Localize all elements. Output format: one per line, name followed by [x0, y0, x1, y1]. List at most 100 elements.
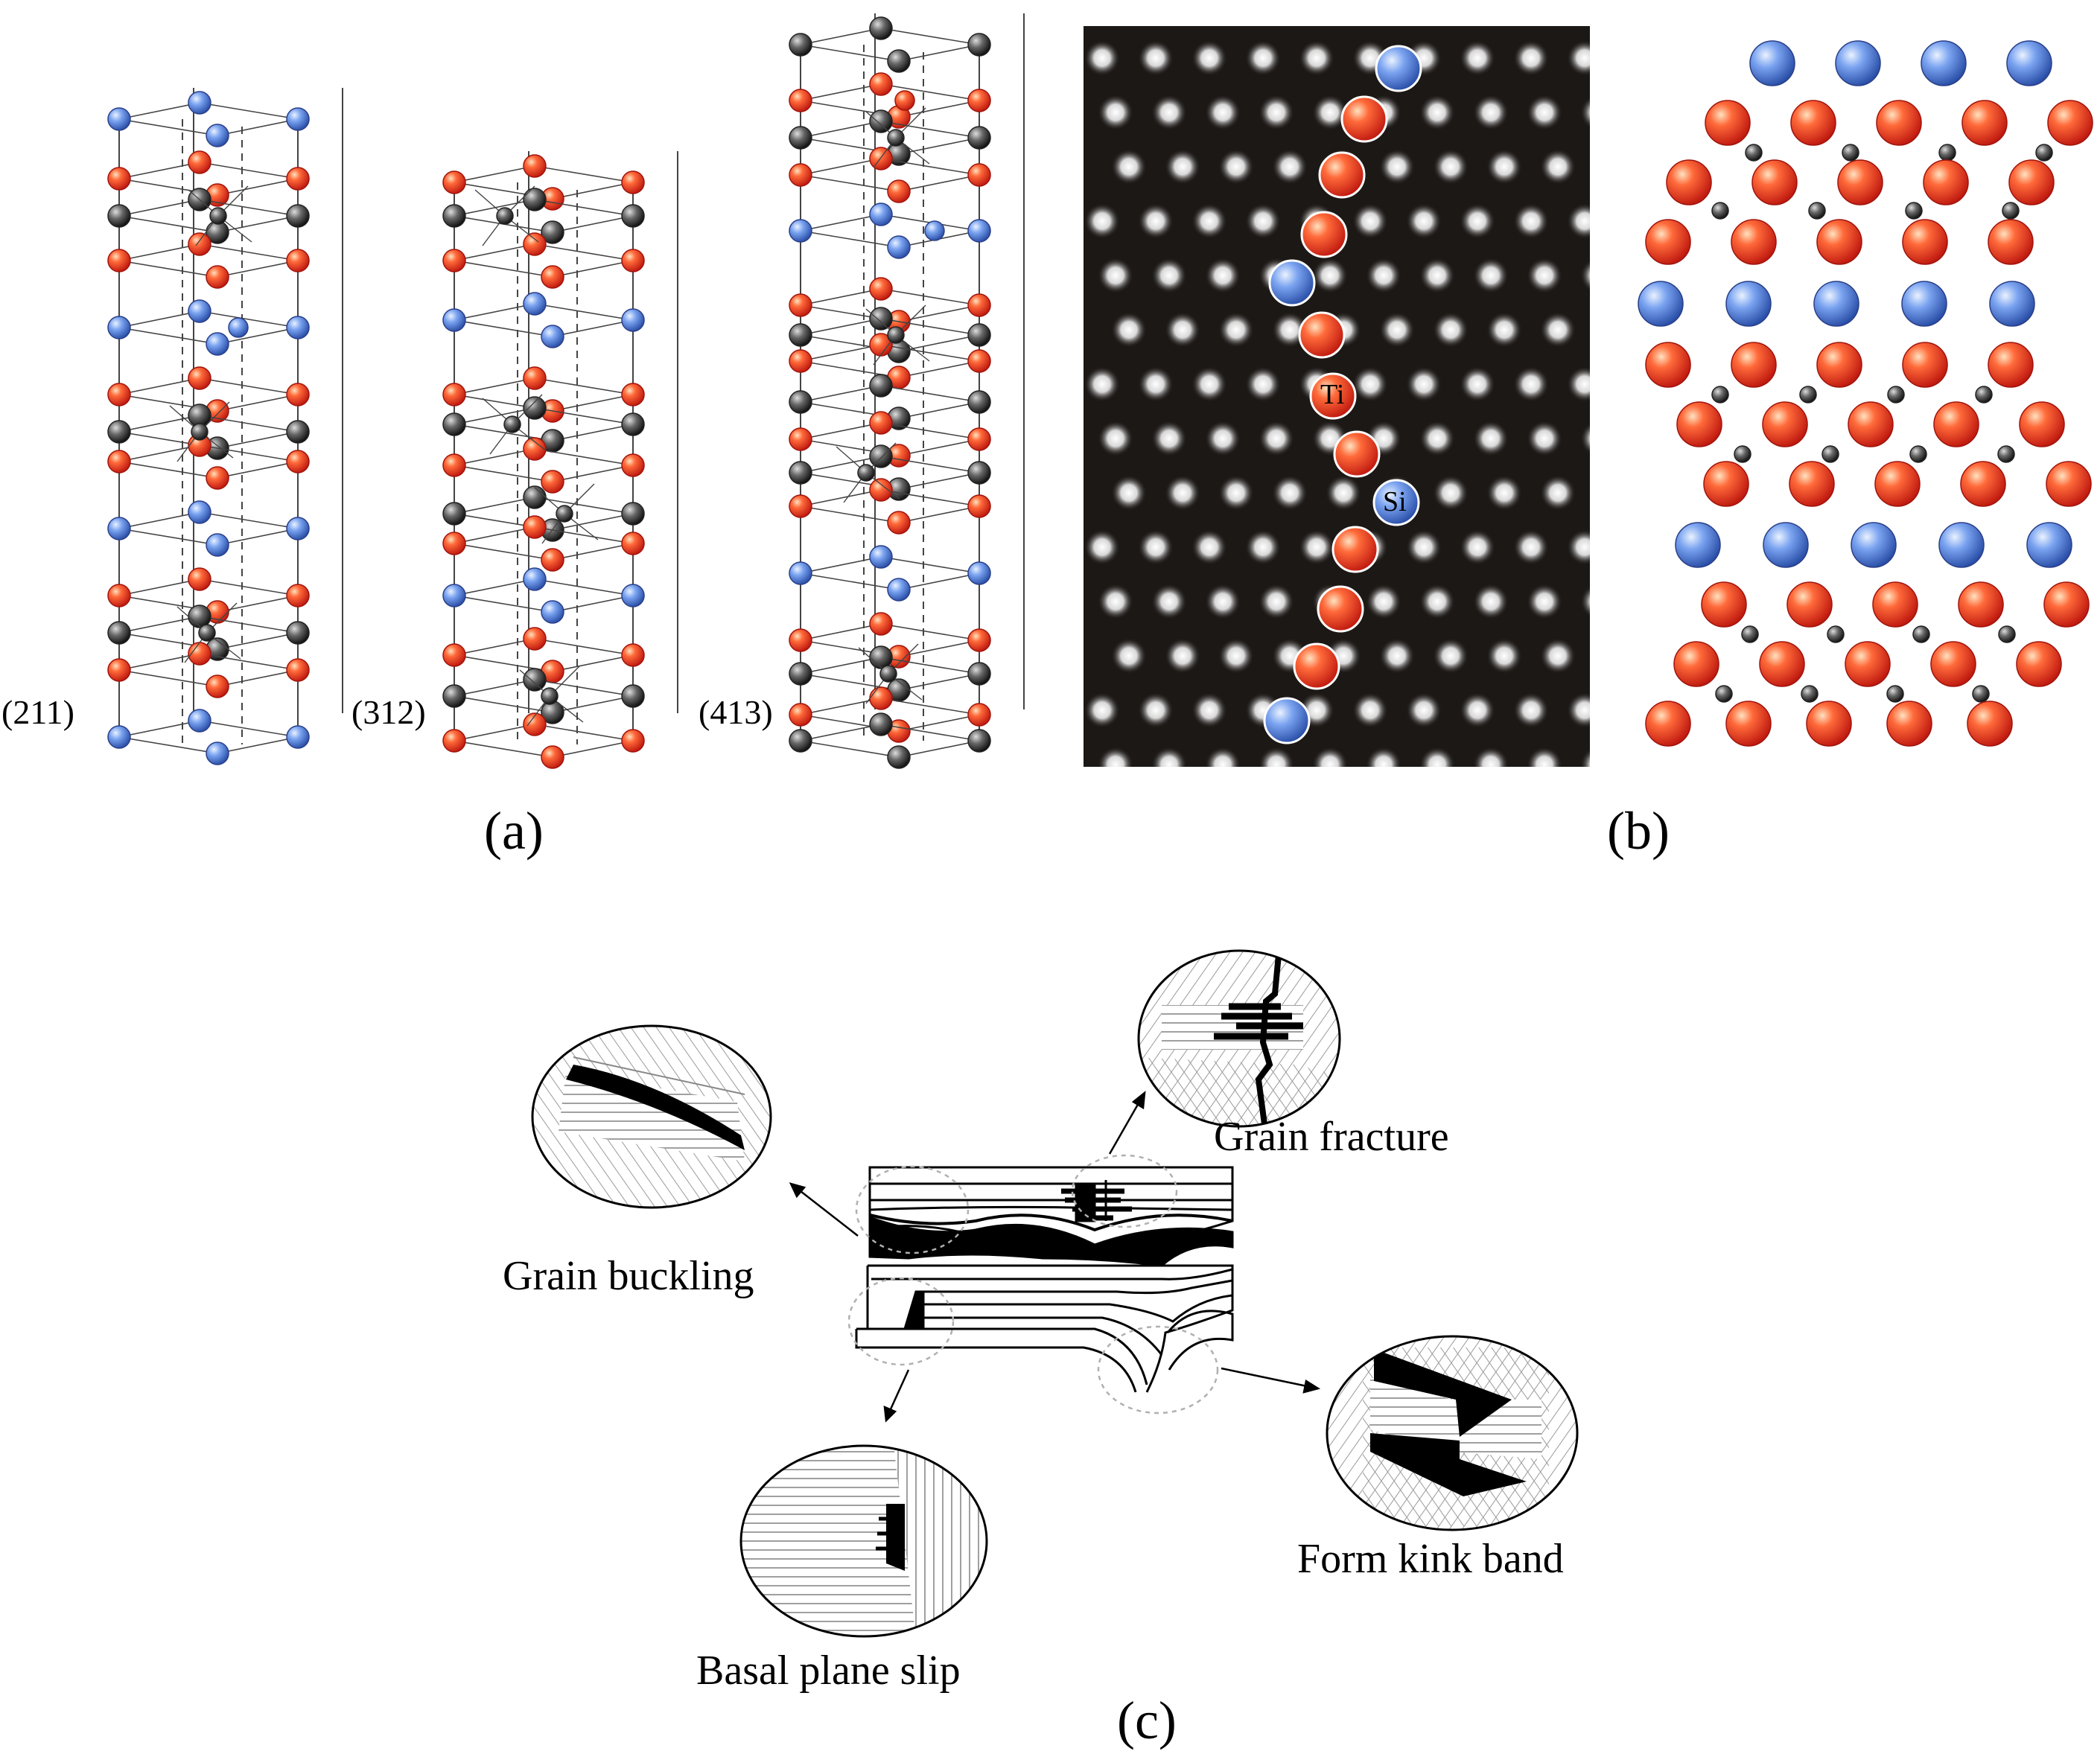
si-atom — [188, 91, 211, 115]
bond-line — [898, 304, 980, 322]
ti-atom — [869, 478, 893, 502]
ti-atom — [621, 643, 645, 667]
ti-atom — [1872, 581, 1918, 628]
atom-column-spot — [1084, 692, 1120, 728]
si-atom — [1725, 281, 1772, 327]
atom-column-spot — [1460, 40, 1495, 76]
bond-line — [880, 121, 980, 138]
si-atom — [621, 308, 645, 332]
atom-column-spot — [1312, 258, 1348, 293]
c-atom — [1821, 445, 1839, 463]
bond-line — [800, 572, 900, 590]
bond-line — [217, 461, 299, 479]
atom-column-spot — [1205, 747, 1241, 767]
ti-atom — [621, 532, 645, 555]
bond-line — [454, 377, 535, 395]
atom-column-spot — [1594, 475, 1629, 511]
bond-line — [898, 401, 980, 419]
ti-atom — [967, 349, 991, 373]
atom-column-spot — [1138, 40, 1174, 76]
si-atom — [442, 308, 466, 332]
ti-atom — [523, 232, 547, 256]
atom-column-spot — [1460, 203, 1495, 239]
ti-atom — [1705, 100, 1751, 146]
ti-atom — [1958, 581, 2004, 628]
atom-column-spot — [1218, 312, 1254, 348]
atom-column-spot — [1084, 366, 1120, 402]
ti-atom — [789, 349, 812, 373]
c-atom — [2035, 144, 2053, 162]
bond-line — [800, 422, 882, 440]
bond-line — [800, 318, 882, 336]
atom-column-spot — [1567, 40, 1590, 76]
ti-atom — [967, 89, 991, 112]
atom-column-spot — [1312, 747, 1348, 767]
atom-column-spot — [1151, 747, 1187, 767]
bond-line — [552, 543, 634, 561]
bond-line — [552, 695, 634, 713]
c-atom — [496, 207, 514, 225]
bond-line — [800, 158, 882, 176]
atom-column-spot — [1205, 584, 1241, 619]
bond-line — [199, 102, 299, 120]
bond-line — [880, 657, 980, 674]
bond-line — [199, 653, 299, 671]
ti-atom — [789, 293, 812, 317]
c-atom — [1938, 144, 1956, 162]
bond-line — [217, 528, 299, 546]
bond-line — [217, 595, 299, 613]
bond-line — [199, 162, 299, 179]
ti-atom — [2016, 641, 2062, 687]
atom-column-spot — [1151, 584, 1187, 619]
c-atom — [869, 444, 893, 468]
atom-column-spot — [1165, 149, 1200, 185]
bond-line — [800, 344, 882, 362]
c-atom — [869, 374, 893, 398]
atom-column-spot — [1594, 312, 1629, 348]
unit-cell-211 — [107, 88, 343, 765]
ti-atom — [789, 89, 812, 112]
bond-line — [534, 377, 634, 395]
c-atom — [1827, 625, 1845, 643]
c-atom — [1886, 685, 1904, 703]
ti-atom — [1902, 342, 1948, 388]
atom-column-spot — [1379, 149, 1415, 185]
ti-atom — [887, 179, 911, 203]
ti-atom — [1317, 585, 1364, 633]
ti-atom — [1848, 401, 1894, 447]
bond-line — [800, 657, 882, 674]
atom-column-spot — [1594, 638, 1629, 674]
c-atom — [442, 502, 466, 526]
ti-atom — [523, 712, 547, 736]
bond-line — [118, 327, 218, 345]
bond-line — [217, 178, 299, 196]
ti-atom — [1960, 461, 2006, 507]
c-atom — [107, 204, 131, 228]
bond-line — [898, 740, 980, 758]
si-atom — [869, 545, 893, 569]
bond-line — [217, 215, 299, 233]
ti-atom — [541, 745, 564, 769]
bond-line — [880, 288, 980, 306]
atom-column-spot — [1151, 95, 1187, 130]
bond-line — [199, 199, 299, 217]
bond-line — [800, 121, 882, 138]
atom-column-spot — [1111, 149, 1147, 185]
atom-column-spot — [1366, 258, 1401, 293]
c-atom — [789, 729, 812, 753]
ti-atom — [107, 383, 131, 406]
c-atom — [789, 33, 812, 57]
si-atom — [286, 107, 310, 131]
ti-atom — [967, 163, 991, 187]
bond-line — [800, 230, 900, 248]
atom-column-spot — [1259, 95, 1294, 130]
atom-column-spot — [1272, 149, 1308, 185]
bond-line — [880, 422, 980, 440]
bond-line — [880, 623, 980, 641]
ti-atom — [523, 154, 547, 178]
ti-atom — [621, 170, 645, 194]
atom-column-spot — [1486, 312, 1522, 348]
atom-column-spot — [1165, 475, 1200, 511]
atom-column-spot — [1513, 366, 1549, 402]
